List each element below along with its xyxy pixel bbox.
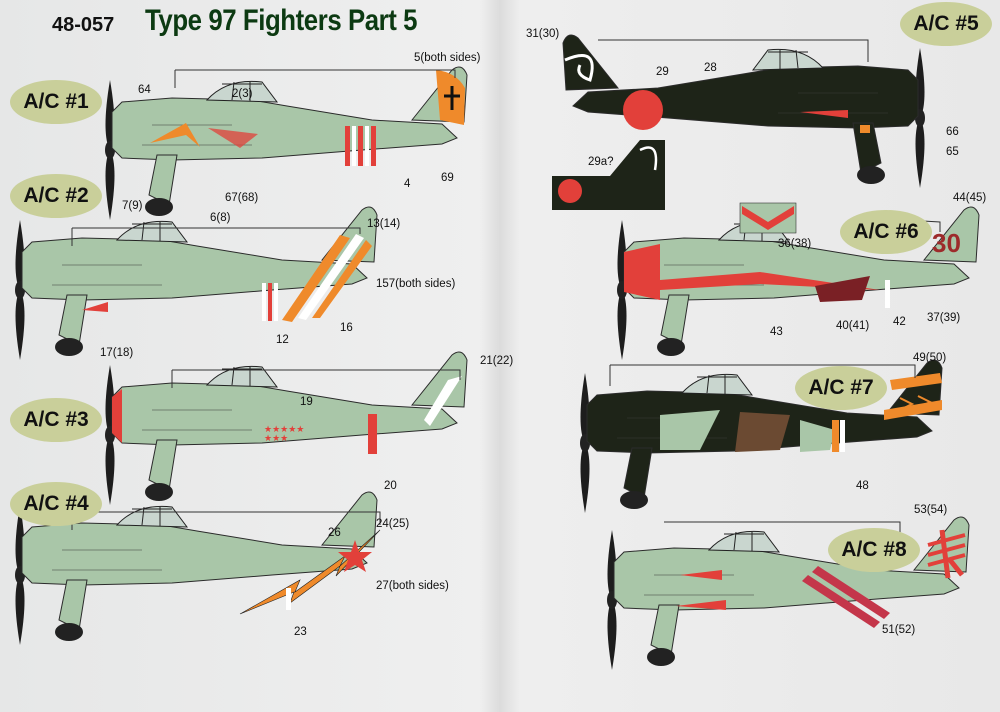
ac-3-badge: A/C #3 xyxy=(10,398,102,442)
callout-27-both-sides: 27(both sides) xyxy=(376,580,449,592)
callout-66: 66 xyxy=(946,126,959,138)
callout-24-25: 24(25) xyxy=(376,518,410,530)
ac-5-badge: A/C #5 xyxy=(900,2,992,46)
ac-2-label: A/C #2 xyxy=(23,184,89,207)
callout-19: 19 xyxy=(300,396,313,408)
callout-44-45: 44(45) xyxy=(953,192,987,204)
callout-16: 16 xyxy=(340,322,353,334)
aircraft-5-artwork xyxy=(552,34,925,210)
callout-64: 64 xyxy=(138,84,151,96)
ac-6-badge: A/C #6 xyxy=(840,210,932,254)
ac-1-badge: A/C #1 xyxy=(10,80,102,124)
callout-53-54: 53(54) xyxy=(914,504,948,516)
callout-43: 43 xyxy=(770,326,783,338)
page-title: Type 97 Fighters Part 5 xyxy=(145,4,418,37)
callout-12: 12 xyxy=(276,334,289,346)
callout-40-41: 40(41) xyxy=(836,320,870,332)
aircraft-8-artwork xyxy=(607,516,970,670)
aircraft-1-artwork xyxy=(105,66,468,220)
aircraft-3-artwork: ★★★★★ ★★★ xyxy=(105,351,468,505)
svg-text:★★★★★: ★★★★★ xyxy=(264,424,304,434)
callout-6-8: 6(8) xyxy=(210,212,231,224)
callout-4: 4 xyxy=(404,178,411,190)
callout-37-39: 37(39) xyxy=(927,312,961,324)
ac-7-label: A/C #7 xyxy=(808,376,874,399)
callout-42: 42 xyxy=(893,316,906,328)
aircraft-7-artwork xyxy=(580,359,943,513)
ac-1-label: A/C #1 xyxy=(23,90,89,113)
callout-48: 48 xyxy=(856,480,869,492)
aircraft-6-artwork: 30 xyxy=(617,202,980,360)
callout-26: 26 xyxy=(328,527,341,539)
callout-49-50: 49(50) xyxy=(913,352,947,364)
ac-2-badge: A/C #2 xyxy=(10,174,102,218)
ac-3-label: A/C #3 xyxy=(23,408,89,431)
ac-8-label: A/C #8 xyxy=(841,538,907,561)
aircraft-2-artwork xyxy=(15,206,378,360)
ac-4-badge: A/C #4 xyxy=(10,482,102,526)
callout-36-38: 36(38) xyxy=(778,238,812,250)
callout-7-9: 7(9) xyxy=(122,200,143,212)
callout-21-22: 21(22) xyxy=(480,355,514,367)
ac-8-badge: A/C #8 xyxy=(828,528,920,572)
callout-2-3: 2(3) xyxy=(232,88,253,100)
callout-67-68: 67(68) xyxy=(225,192,259,204)
svg-text:30: 30 xyxy=(932,228,961,258)
callout-65: 65 xyxy=(946,146,959,158)
ac-4-label: A/C #4 xyxy=(23,492,89,515)
callout-29a: 29a? xyxy=(588,156,614,168)
callout-157-both-sides: 157(both sides) xyxy=(376,278,456,290)
callout-20: 20 xyxy=(384,480,397,492)
svg-text:★★★: ★★★ xyxy=(264,433,288,443)
callout-5-both-sides: 5(both sides) xyxy=(414,52,481,64)
callout-31-30: 31(30) xyxy=(526,28,560,40)
callout-23: 23 xyxy=(294,626,307,638)
callout-51-52: 51(52) xyxy=(882,624,916,636)
callout-69: 69 xyxy=(441,172,454,184)
sheet-code: 48-057 xyxy=(52,14,115,36)
callout-17-18: 17(18) xyxy=(100,347,134,359)
ac-5-label: A/C #5 xyxy=(913,12,979,35)
callout-13-14: 13(14) xyxy=(367,218,401,230)
callout-28: 28 xyxy=(704,62,717,74)
ac-6-label: A/C #6 xyxy=(853,220,919,243)
callout-29: 29 xyxy=(656,66,669,78)
ac-7-badge: A/C #7 xyxy=(795,366,887,410)
